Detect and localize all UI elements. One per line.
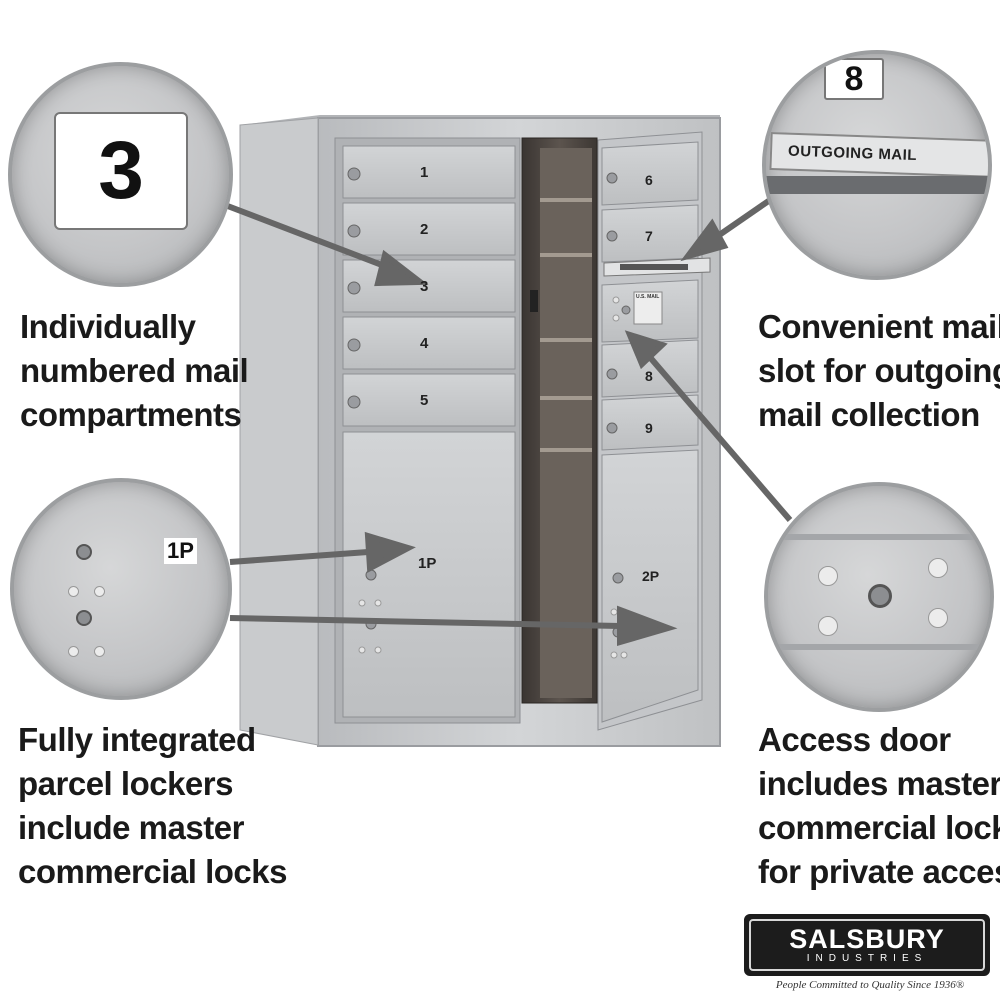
arrow-parcel-1p	[229, 549, 369, 565]
logo-frame: SALSBURY INDUSTRIES	[749, 919, 985, 971]
rivet-icon	[928, 558, 948, 578]
brand-tagline: People Committed to Quality Since 1936®	[775, 979, 965, 991]
callout-line: commercial locks	[18, 853, 288, 890]
left-compartment-column	[334, 137, 521, 724]
callout-line: parcel lockers	[18, 765, 233, 802]
door-number-8: 8	[645, 368, 653, 384]
door-edge	[768, 534, 990, 540]
brand-sub: INDUSTRIES	[806, 953, 928, 964]
rivet-icon	[68, 586, 79, 597]
zoom-compartment-number: 3	[8, 62, 233, 287]
slot-opening	[766, 176, 988, 194]
callout-line: include master	[18, 809, 244, 846]
callout-line: numbered mail	[20, 352, 249, 389]
parcel-locker-1p	[342, 431, 516, 718]
callout-access-door: Access door includes master commercial l…	[758, 718, 1000, 894]
callout-line: Access door	[758, 721, 951, 758]
arrow-access-lock	[645, 353, 793, 522]
arrow-outgoing-slot	[710, 197, 772, 243]
door-number-3: 3	[420, 278, 429, 295]
callout-compartments: Individually numbered mail compartments	[20, 305, 249, 437]
parcel-zoom-label: 1P	[164, 538, 197, 564]
arrow-compartment	[223, 202, 397, 273]
door-number-9: 9	[645, 420, 653, 436]
compartment-door-4	[342, 316, 516, 370]
rivet-icon	[928, 608, 948, 628]
compartment-door-5	[342, 373, 516, 427]
callout-line: commercial lock	[758, 809, 1000, 846]
brand-name: SALSBURY	[789, 924, 945, 954]
outgoing-mail-label: OUTGOING MAIL	[787, 142, 918, 165]
compartment-door-2	[342, 202, 516, 256]
zoom-outgoing-slot: 8 OUTGOING MAIL	[762, 50, 992, 280]
compartment-door-3	[342, 259, 516, 313]
door-number-4: 4	[420, 335, 429, 352]
arrow-parcel-2p	[229, 615, 621, 629]
rivet-icon	[94, 646, 105, 657]
zoom-parcel-lock: 1P	[10, 478, 232, 700]
callout-line: slot for outgoing	[758, 352, 1000, 389]
door-edge	[768, 644, 990, 650]
interior-shelves	[521, 137, 598, 704]
callout-line: Convenient mail	[758, 308, 1000, 345]
callout-parcel-lockers: Fully integrated parcel lockers include …	[18, 718, 288, 894]
callout-line: Individually	[20, 308, 196, 345]
parcel-number-1p: 1P	[418, 555, 437, 572]
door-number-2: 2	[420, 221, 429, 238]
right-access-door	[597, 131, 711, 731]
master-lock-icon	[868, 584, 892, 608]
compartment-number-plate: 3	[54, 112, 188, 230]
rivet-icon	[94, 586, 105, 597]
top-number-text: 8	[844, 59, 864, 98]
rivet-icon	[68, 646, 79, 657]
salsbury-logo: SALSBURY INDUSTRIES	[744, 914, 990, 976]
rivet-icon	[818, 566, 838, 586]
callout-line: Fully integrated	[18, 721, 256, 758]
compartment-door-1	[342, 145, 516, 199]
rivet-icon	[818, 616, 838, 636]
door-number-5: 5	[420, 392, 429, 409]
door-number-6: 6	[645, 172, 653, 188]
usps-plate-label: U.S. MAIL	[636, 294, 660, 300]
callout-line: for private access	[758, 853, 1000, 890]
outgoing-mail-slot: OUTGOING MAIL	[769, 131, 988, 179]
pointer-arrows	[223, 197, 793, 646]
door-number-1: 1	[420, 164, 429, 181]
compartment-number-text: 3	[98, 125, 144, 216]
callout-line: includes master	[758, 765, 1000, 802]
door-number-7: 7	[645, 228, 653, 244]
callout-line: mail collection	[758, 396, 980, 433]
parcel-number-2p: 2P	[642, 568, 660, 584]
callout-mail-slot: Convenient mail slot for outgoing mail c…	[758, 305, 1000, 437]
lock-icon	[76, 544, 92, 560]
top-number-plate: 8	[824, 58, 884, 100]
lock-icon	[76, 610, 92, 626]
callout-line: compartments	[20, 396, 242, 433]
zoom-access-lock	[764, 482, 994, 712]
